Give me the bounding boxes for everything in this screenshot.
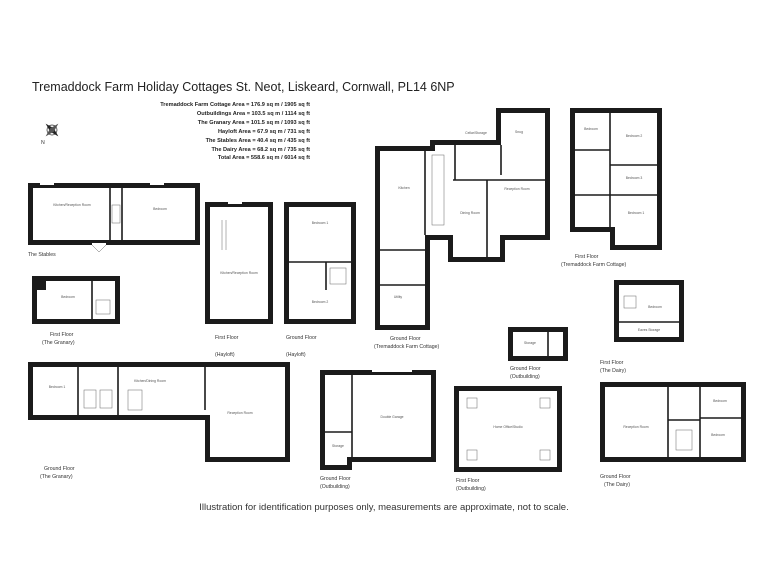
plan-caption: (Outbuilding) bbox=[456, 486, 486, 492]
plan-caption: Ground Floor bbox=[44, 466, 75, 472]
room-label: Storage bbox=[524, 341, 536, 345]
plan-caption: (Tremaddock Farm Cottage) bbox=[561, 262, 627, 268]
area-line-total: Total Area = 558.6 sq m / 6014 sq ft bbox=[217, 155, 310, 162]
area-line-outbuildings: Outbuildings Area = 103.5 sq m / 1114 sq… bbox=[196, 110, 310, 117]
room-label: Bedroom 1 bbox=[628, 211, 645, 215]
area-line-stables: The Stables Area = 40.4 sq m / 435 sq ft bbox=[205, 137, 310, 144]
room-label: Bedroom bbox=[713, 399, 727, 403]
plan-caption: (Hayloft) bbox=[215, 352, 235, 358]
room-label: Kitchen/Dining Room bbox=[134, 379, 166, 383]
area-line-dairy: The Dairy Area = 68.2 sq m / 735 sq ft bbox=[211, 146, 310, 153]
room-label: Eaves Storage bbox=[638, 328, 660, 332]
room-label: Cellar/Storage bbox=[465, 131, 487, 135]
plan-outbuilding-storage: Storage Ground Floor (Outbuilding) bbox=[508, 327, 568, 380]
area-summary: Tremaddock Farm Cottage Area = 176.9 sq … bbox=[110, 101, 310, 163]
area-line-cottage: Tremaddock Farm Cottage Area = 176.9 sq … bbox=[160, 102, 310, 108]
room-label: Kitchen/Reception Room bbox=[220, 271, 258, 275]
room-label: Home Office/Studio bbox=[493, 425, 522, 429]
plan-caption: First Floor bbox=[50, 332, 74, 338]
room-label: Dining Room bbox=[460, 211, 480, 215]
plan-granary-ground: Bedroom 1 Kitchen/Dining Room Reception … bbox=[28, 362, 290, 480]
plan-caption: First Floor bbox=[456, 478, 480, 484]
plan-caption: (Outbuilding) bbox=[510, 374, 540, 380]
room-label: Snug bbox=[515, 130, 523, 134]
room-label: Bedroom 2 bbox=[312, 300, 329, 304]
room-label: Reception Room bbox=[504, 187, 529, 191]
plan-hayloft-ground: Bedroom 1 Bedroom 2 Ground Floor (Haylof… bbox=[284, 202, 356, 358]
room-label: Kitchen/Reception Room bbox=[53, 203, 91, 207]
plan-dairy-ground: Reception Room Bedroom Bedroom Ground Fl… bbox=[600, 382, 746, 488]
plan-caption: (The Dairy) bbox=[600, 368, 626, 374]
plan-caption: First Floor bbox=[575, 254, 599, 260]
area-line-hayloft: Hayloft Area = 67.9 sq m / 731 sq ft bbox=[218, 128, 310, 135]
room-label: Bedroom 2 bbox=[626, 134, 643, 138]
plan-outbuilding-studio: Home Office/Studio First Floor (Outbuild… bbox=[454, 386, 562, 492]
plan-caption: Ground Floor bbox=[510, 366, 541, 372]
plan-caption: Ground Floor bbox=[286, 335, 317, 341]
plan-caption: First Floor bbox=[215, 335, 239, 341]
plan-caption: The Stables bbox=[28, 252, 56, 258]
plan-caption: (Outbuilding) bbox=[320, 484, 350, 490]
page-title: Tremaddock Farm Holiday Cottages St. Neo… bbox=[32, 80, 455, 94]
plan-caption: (The Granary) bbox=[42, 340, 75, 346]
room-label: Double Garage bbox=[381, 415, 404, 419]
room-label: Bedroom bbox=[584, 127, 598, 131]
plan-stables: Kitchen/Reception Room Bedroom The Stabl… bbox=[28, 181, 200, 258]
plan-caption: (Hayloft) bbox=[286, 352, 306, 358]
plan-outbuilding-garage: Double Garage Storage Ground Floor (Outb… bbox=[320, 368, 436, 490]
room-label: Utility bbox=[394, 295, 403, 299]
room-label: Bedroom bbox=[61, 295, 75, 299]
plan-dairy-first: Bedroom Eaves Storage First Floor (The D… bbox=[600, 280, 684, 374]
plan-caption: Ground Floor bbox=[320, 476, 351, 482]
plan-cottage-ground: Kitchen Dining Room Reception Room Snug … bbox=[374, 108, 550, 350]
plan-cottage-first: Bedroom Bedroom 2 Bedroom 3 Bedroom 1 Fi… bbox=[561, 108, 662, 268]
room-label: Kitchen bbox=[398, 186, 409, 190]
room-label: Storage bbox=[332, 444, 344, 448]
compass-icon: N bbox=[41, 123, 59, 146]
plan-hayloft-first: Kitchen/Reception Room First Floor (Hayl… bbox=[205, 200, 273, 358]
room-label: Bedroom bbox=[153, 207, 167, 211]
room-label: Bedroom bbox=[648, 305, 662, 309]
plan-caption: (The Granary) bbox=[40, 474, 73, 480]
disclaimer: Illustration for identification purposes… bbox=[199, 502, 569, 513]
room-label: Bedroom 1 bbox=[312, 221, 329, 225]
room-label: Reception Room bbox=[623, 425, 648, 429]
plan-caption: (Tremaddock Farm Cottage) bbox=[374, 344, 440, 350]
room-label: Bedroom bbox=[711, 433, 725, 437]
plan-caption: Ground Floor bbox=[600, 474, 631, 480]
plan-caption: Ground Floor bbox=[390, 336, 421, 342]
area-line-granary: The Granary Area = 101.5 sq m / 1093 sq … bbox=[197, 119, 310, 126]
plan-caption: First Floor bbox=[600, 360, 624, 366]
plan-granary-first: Bedroom First Floor (The Granary) bbox=[32, 276, 120, 346]
room-label: Reception Room bbox=[227, 411, 252, 415]
plan-caption: (The Dairy) bbox=[604, 482, 630, 488]
room-label: Bedroom 3 bbox=[626, 176, 643, 180]
compass-north-label: N bbox=[41, 140, 45, 146]
room-label: Bedroom 1 bbox=[49, 385, 66, 389]
